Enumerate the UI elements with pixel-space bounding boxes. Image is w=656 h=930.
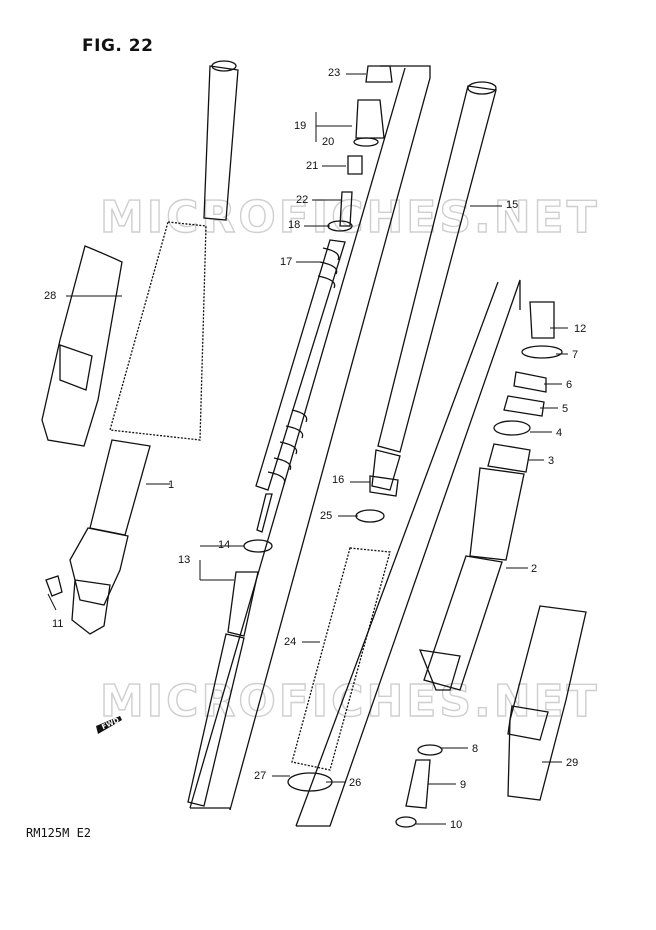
callout-5: 5 (562, 403, 569, 415)
part-19-valve (355, 99, 385, 139)
group-frame-outer-tube (296, 279, 521, 827)
part-15-fork-tube (371, 81, 497, 491)
callout-7: 7 (572, 349, 579, 361)
callout-29: 29 (566, 757, 579, 769)
figure-title: FIG. 22 (82, 36, 154, 56)
callout-14: 14 (218, 539, 231, 551)
part-8-washer (417, 744, 443, 756)
part-11-bolt (45, 575, 63, 597)
part-13-damper-rod (187, 571, 259, 807)
callout-17: 17 (280, 256, 293, 268)
callout-28: 28 (44, 290, 57, 302)
callout-3: 3 (548, 455, 555, 467)
callout-20: 20 (322, 136, 335, 148)
callout-18: 18 (288, 219, 301, 231)
model-code: RM125M E2 (26, 826, 92, 840)
watermark-bottom: MICROFICHES.NET (100, 676, 600, 727)
callout-6: 6 (566, 379, 573, 391)
callout-2: 2 (531, 563, 538, 575)
callout-13: 13 (178, 554, 191, 566)
callout-4: 4 (556, 427, 563, 439)
part-1-inner-tube-assembly (69, 60, 239, 635)
callout-22: 22 (296, 194, 309, 206)
part-28-fork-guard (41, 245, 123, 447)
part-24-dust-boot (287, 509, 391, 792)
part-20-o-ring (353, 137, 379, 147)
callout-24: 24 (284, 636, 297, 648)
callout-21: 21 (306, 160, 319, 172)
callout-8: 8 (472, 743, 479, 755)
watermark-top: MICROFICHES.NET (100, 192, 600, 243)
part-23-cap (365, 65, 393, 83)
callout-11: 11 (52, 618, 64, 630)
callout-27: 27 (254, 770, 267, 782)
callout-15: 15 (506, 199, 519, 211)
part-29-fork-guard (507, 605, 587, 801)
callout-19: 19 (294, 120, 307, 132)
callout-12: 12 (574, 323, 587, 335)
part-16-bushing (369, 475, 399, 497)
callout-1: 1 (168, 479, 175, 491)
callout-23: 23 (328, 67, 341, 79)
callout-16: 16 (332, 474, 345, 486)
callout-10: 10 (450, 819, 463, 831)
part-14-seal (243, 539, 273, 553)
part-21-nut (347, 155, 363, 175)
part-9-bolt (405, 759, 431, 809)
part-10-cap (395, 816, 417, 828)
group-frame-inner-tube (190, 65, 431, 811)
part-2-outer-tube (418, 301, 563, 691)
callout-26: 26 (349, 777, 362, 789)
callout-9: 9 (460, 779, 467, 791)
callout-25: 25 (320, 510, 333, 522)
spring-assembly (255, 191, 353, 533)
